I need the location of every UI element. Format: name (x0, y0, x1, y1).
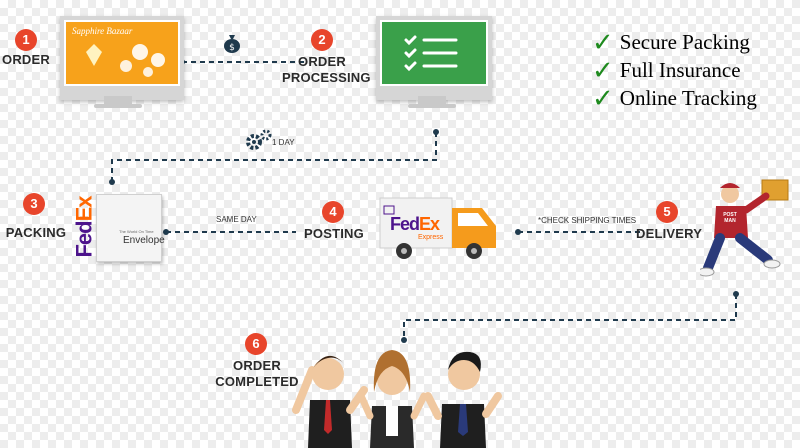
monitor-base (94, 104, 142, 108)
processing-monitor (376, 16, 492, 100)
monitor-base (408, 104, 456, 108)
monitor-stand (418, 96, 446, 104)
fedex-fed-text: Fed (71, 221, 97, 258)
connector-dot (163, 229, 169, 235)
connector-dot (109, 179, 115, 185)
website-logo: Sapphire Bazaar (72, 26, 133, 36)
checkmark-icon: ✓ (592, 27, 614, 57)
monitor-stand (104, 96, 132, 104)
connector-2-3 (111, 132, 437, 182)
step-1-label: ORDER (2, 52, 50, 67)
step-4-label: POSTING (304, 226, 364, 241)
feature-label: Full Insurance (619, 58, 741, 82)
step-6-label: ORDER COMPLETED (215, 358, 299, 389)
step-5-badge: 5 (656, 201, 678, 223)
connector-5-6 (403, 294, 737, 340)
note-same-day: SAME DAY (216, 215, 257, 224)
truck-fedex-logo: FedEx (390, 214, 440, 235)
feature-item: ✓ Full Insurance (592, 55, 741, 85)
checkmark-icon: ✓ (592, 55, 614, 85)
fedex-vertical-logo: FedEx (68, 196, 98, 264)
connector-dot (401, 337, 407, 343)
happy-customers-icon (292, 350, 502, 448)
jewelry-icon (86, 44, 165, 77)
money-bag-icon: $ (224, 35, 240, 53)
step-3-badge: 3 (23, 193, 45, 215)
note-check-shipping: *CHECK SHIPPING TIMES (538, 216, 637, 225)
step-1-badge: 1 (15, 29, 37, 51)
note-one-day: 1 DAY (272, 138, 295, 147)
fedex-fed-text: Fed (390, 214, 420, 234)
checklist-icon (404, 35, 458, 72)
fedex-envelope: The World On Time Envelope (96, 194, 165, 262)
feature-item: ✓ Secure Packing (592, 27, 750, 57)
connector-dot (733, 291, 739, 297)
svg-text:$: $ (229, 43, 235, 53)
step-2-badge: 2 (311, 29, 333, 51)
postman-cap-text: POST MAN (723, 212, 737, 224)
website-monitor: Sapphire Bazaar (60, 16, 184, 100)
envelope-word: Envelope (123, 235, 165, 246)
connector-dot (433, 129, 439, 135)
step-6-badge: 6 (245, 333, 267, 355)
envelope-tagline: The World On Time (119, 229, 154, 234)
step-2-label: ORDER PROCESSING (282, 54, 371, 85)
postman-icon (700, 179, 789, 277)
feature-label: Secure Packing (619, 30, 750, 54)
fedex-ex-text: Ex (419, 214, 440, 234)
connector-dot (515, 229, 521, 235)
checkmark-icon: ✓ (592, 83, 614, 113)
feature-item: ✓ Online Tracking (592, 83, 757, 113)
gears-icon (246, 129, 272, 150)
fedex-truck-icon (379, 197, 496, 259)
feature-label: Online Tracking (619, 86, 757, 110)
step-5-label: DELIVERY (636, 226, 703, 241)
fedex-express-text: Express (418, 234, 444, 241)
website-screen: Sapphire Bazaar (66, 22, 178, 84)
step-3-label: PACKING (5, 225, 67, 240)
step-4-badge: 4 (322, 201, 344, 223)
fedex-ex-text: Ex (71, 196, 97, 222)
processing-screen (382, 22, 486, 84)
